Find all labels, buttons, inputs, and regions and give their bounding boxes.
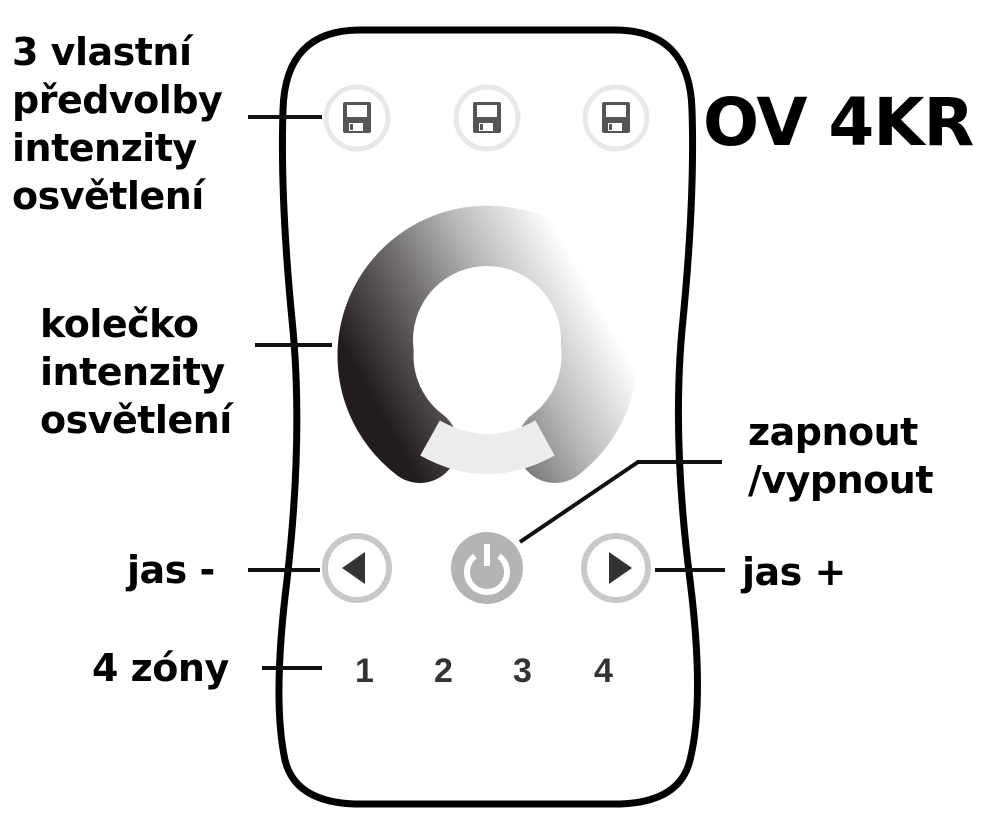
presets-label: 3 vlastní předvolby intenzity osvětlení — [12, 28, 223, 220]
zone-button-3[interactable]: 3 — [513, 652, 532, 690]
triangle-right-icon — [609, 552, 632, 584]
zone-button-1[interactable]: 1 — [355, 652, 374, 690]
brightness-up-label: jas + — [742, 550, 846, 594]
preset-button-1[interactable] — [323, 84, 391, 152]
zones-label: 4 zóny — [92, 646, 229, 690]
label-line: zapnout — [748, 410, 918, 454]
wheel-label: kolečko intenzity osvětlení — [40, 300, 232, 444]
brightness-down-label: jas - — [127, 548, 215, 592]
floppy-save-icon — [473, 102, 501, 133]
label-line: předvolby — [12, 78, 223, 122]
label-line: osvětlení — [12, 174, 204, 218]
remote-body-outline — [275, 26, 701, 808]
label-line: /vypnout — [748, 458, 934, 502]
label-line: osvětlení — [40, 398, 232, 442]
zone-button-2[interactable]: 2 — [434, 652, 453, 690]
intensity-wheel[interactable] — [337, 205, 638, 483]
power-icon — [464, 553, 510, 595]
preset-button-2[interactable] — [453, 84, 521, 152]
brightness-down-button[interactable] — [322, 533, 392, 603]
floppy-save-icon — [602, 102, 630, 133]
preset-button-3[interactable] — [582, 84, 650, 152]
label-line: kolečko — [40, 302, 199, 346]
model-title: OV 4KR — [703, 84, 974, 161]
leader-lines — [248, 115, 725, 670]
power-label: zapnout /vypnout — [748, 408, 934, 504]
power-button[interactable] — [451, 532, 523, 604]
label-line: intenzity — [40, 350, 225, 394]
label-line: intenzity — [12, 126, 197, 170]
floppy-save-icon — [343, 102, 371, 133]
zone-button-4[interactable]: 4 — [594, 652, 613, 690]
brightness-up-button[interactable] — [581, 533, 651, 603]
label-line: 3 vlastní — [12, 30, 192, 74]
triangle-left-icon — [342, 552, 365, 584]
